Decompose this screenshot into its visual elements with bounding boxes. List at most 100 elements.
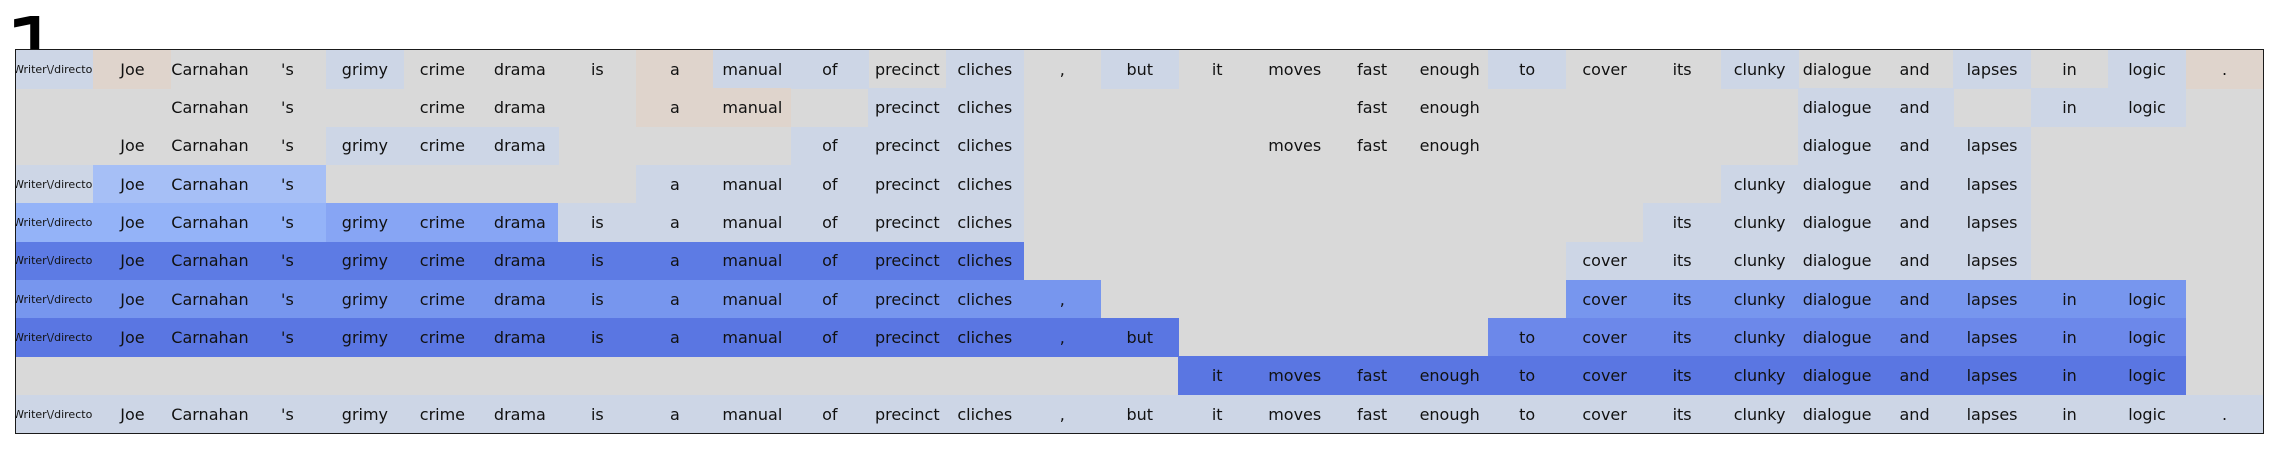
token-cell: Joe (93, 164, 172, 204)
empty-cell (1256, 280, 1334, 319)
empty-cell (93, 356, 171, 395)
token-cell: grimy (325, 279, 404, 319)
token-cell: its (1643, 203, 1722, 242)
empty-cell (2108, 127, 2186, 166)
token-cell: dialogue (1798, 203, 1877, 242)
token-cell: lapses (1953, 241, 2032, 281)
empty-cell (16, 88, 94, 127)
token-cell: and (1875, 126, 1954, 166)
empty-cell (1023, 356, 1101, 395)
token-cell: logic (2108, 318, 2186, 357)
token-cell: fast (1333, 356, 1412, 396)
token-cell: Carnahan (170, 279, 249, 319)
token-cell: cliches (945, 203, 1024, 242)
token-cell: , (1023, 394, 1102, 433)
empty-cell (1566, 88, 1644, 127)
token-cell: crime (403, 279, 482, 319)
empty-cell (636, 356, 714, 395)
token-cell: moves (1268, 59, 1322, 79)
token-cell: to (1488, 318, 1567, 357)
token-cell: of (790, 318, 869, 357)
empty-cell (1643, 165, 1721, 204)
token-cell: its (1643, 394, 1722, 433)
token-cell: clunky (1720, 318, 1799, 357)
empty-cell (403, 165, 481, 204)
token-cell: dialogue (1798, 318, 1877, 357)
token-cell: manual (713, 50, 792, 89)
token-cell: , (1023, 279, 1102, 319)
token-cell: cliches (945, 88, 1024, 128)
token-cell: of (790, 241, 869, 281)
token-cell: logic (2108, 394, 2186, 433)
token-cell: its (1672, 59, 1692, 79)
token-cell: Writer\/director (16, 394, 94, 433)
token-cell: and (1899, 59, 1930, 79)
token-cell: drama (480, 203, 559, 242)
token-cell: Writer\/director (16, 164, 94, 204)
empty-cell (1178, 203, 1256, 242)
token-cell: clunky (1720, 203, 1799, 242)
token-cell: drama (480, 279, 559, 319)
token-cell: crime (403, 394, 482, 433)
token-cell: precinct (868, 88, 947, 128)
empty-cell (868, 356, 946, 395)
token-cell: grimy (325, 126, 404, 166)
token-cell: clunky (1720, 164, 1799, 204)
empty-cell (1411, 318, 1489, 357)
token-cell: a (635, 203, 714, 242)
empty-cell (1411, 203, 1489, 242)
token-cell: manual (713, 164, 792, 204)
token-cell: of (790, 50, 869, 89)
empty-cell (558, 127, 636, 166)
token-cell: Carnahan (170, 241, 249, 281)
token-cell: Joe (93, 203, 172, 242)
token-cell: dialogue (1798, 88, 1877, 128)
token-cell: dialogue (1798, 394, 1877, 433)
token-cell: cover (1565, 394, 1644, 433)
token-cell: . (2185, 394, 2263, 433)
token-cell: Joe (93, 50, 172, 89)
token-cell: is (558, 203, 637, 242)
token-cell: to (1488, 394, 1567, 433)
token-cell: , (1023, 318, 1102, 357)
empty-cell (1411, 280, 1489, 319)
token-cell: . (2185, 50, 2263, 89)
empty-cell (2108, 203, 2186, 242)
token-cell: is (558, 318, 637, 357)
empty-cell (1643, 88, 1721, 127)
token-cell: lapses (1953, 356, 2032, 396)
token-cell: cover (1565, 241, 1644, 281)
token-cell: and (1875, 88, 1954, 128)
token-cell: cliches (945, 394, 1024, 433)
token-cell: a (635, 164, 714, 204)
empty-cell (1101, 165, 1179, 204)
token-cell: dialogue (1802, 59, 1872, 79)
token-cell: clunky (1720, 356, 1799, 396)
token-cell: its (1643, 356, 1722, 396)
token-cell: drama (493, 59, 546, 79)
empty-cell (1101, 203, 1179, 242)
empty-cell (1101, 280, 1179, 319)
token-cell: Joe (120, 136, 145, 156)
token-cell: crime (419, 98, 466, 118)
token-cell: 's (281, 98, 294, 118)
token-cell: dialogue (1798, 241, 1877, 281)
token-cell: a (635, 88, 714, 128)
empty-cell (2186, 318, 2263, 357)
token-cell: 's (248, 241, 327, 281)
token-cell: lapses (1953, 279, 2032, 319)
empty-cell (2186, 242, 2263, 281)
token-cell: and (1875, 356, 1954, 396)
token-cell: cover (1565, 356, 1644, 396)
token-cell: drama (480, 318, 559, 357)
token-cell: moves (1255, 356, 1334, 396)
token-cell: of (790, 279, 869, 319)
token-cell: Carnahan (170, 164, 249, 204)
empty-cell (16, 127, 94, 166)
token-cell: 's (248, 279, 327, 319)
token-cell: to (1488, 50, 1567, 89)
token-cell: of (790, 164, 869, 204)
token-cell: Carnahan (171, 136, 249, 156)
token-cell: Joe (93, 394, 172, 433)
empty-cell (1023, 165, 1101, 204)
